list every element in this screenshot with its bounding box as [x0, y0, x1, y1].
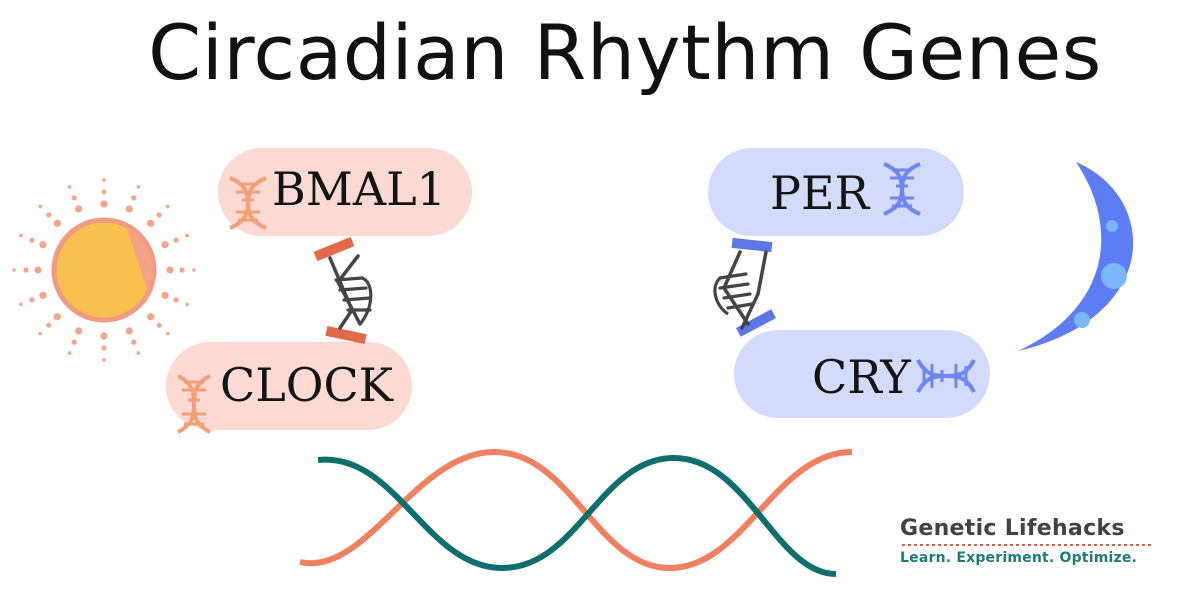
dna-icon [229, 176, 267, 230]
page-title: Circadian Rhythm Genes [148, 8, 1102, 97]
gene-pill-bmal1: BMAL1 [218, 148, 472, 236]
gene-pill-cry: CRY [734, 330, 990, 418]
handshake-icon [313, 236, 373, 345]
gene-label-clock: CLOCK [220, 358, 394, 412]
coral-wave [299, 448, 853, 572]
brand-logo: Genetic Lifehacks Learn. Experiment. Opt… [900, 516, 1154, 566]
brand-name: Genetic Lifehacks [900, 516, 1125, 541]
moon-icon [1018, 162, 1134, 351]
gene-label-per: PER [770, 166, 870, 220]
brand-divider [902, 544, 1154, 546]
teal-wave [317, 454, 837, 577]
gene-label-bmal1: BMAL1 [272, 162, 446, 216]
gene-label-cry: CRY [812, 350, 911, 404]
rhythm-waves [299, 448, 853, 577]
dna-icon [916, 359, 976, 393]
gene-pill-per: PER [708, 148, 964, 236]
gene-pill-clock: CLOCK [166, 342, 412, 434]
dna-icon [177, 374, 211, 434]
sun-icon [12, 178, 196, 362]
dna-icon [883, 162, 921, 216]
brand-tagline: Learn. Experiment. Optimize. [900, 550, 1138, 566]
handshake-icon [713, 237, 777, 337]
